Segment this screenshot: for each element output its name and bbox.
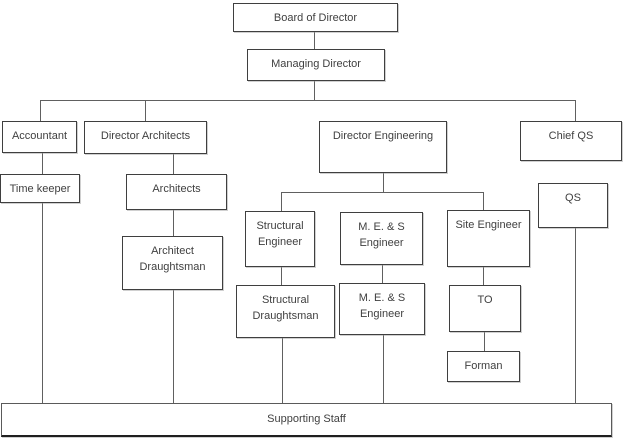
org-box-label: M. E. & S Engineer [358,292,406,320]
org-box-label: Accountant [11,130,68,142]
org-box-label: Director Engineering [332,130,434,142]
org-box-label: Time keeper [9,183,71,195]
connector-structdraughts-to-support [282,338,283,403]
connector-mes-upper-to-lower [382,265,383,283]
org-box-chief-qs: Chief QS [520,121,622,161]
org-box-supporting-staff: Supporting Staff [1,403,612,437]
connector-dirarch-to-architects [173,154,174,174]
org-box-label: Site Engineer [455,219,522,231]
connector-structeng-to-draughtsman [281,267,282,285]
org-box-mes-engineer-lower: M. E. & S Engineer [339,283,425,335]
org-box-label: Architect Draughtsman [139,245,206,273]
org-box-qs: QS [538,183,608,228]
connector-md-to-tier2-bar [314,81,315,101]
connector-timekeeper-to-supporting [42,203,43,403]
connector-architects-to-draughtsman [173,210,174,236]
connector-engbar-to-site-engineer [483,192,484,210]
connector-tier2-bar [40,100,576,101]
org-box-label: Board of Director [273,12,358,24]
connector-accountant-to-timekeeper [42,153,43,174]
connector-bar-to-chief-qs [575,100,576,121]
connector-qs-to-support [575,228,576,403]
org-box-label: Forman [464,360,503,372]
org-box-label: Architects [152,183,201,195]
org-box-director-engineering: Director Engineering [319,121,447,173]
org-box-structural-engineer: Structural Engineer [245,211,315,267]
org-box-label: Director Architects [100,130,191,142]
connector-archdraughtsman-to-support [173,290,174,403]
connector-direng-to-eng-bar [383,173,384,192]
org-box-structural-draughtsman: Structural Draughtsman [236,285,335,338]
org-box-architects: Architects [126,174,227,210]
org-box-forman: Forman [447,351,520,382]
org-box-label: Structural Engineer [256,220,304,248]
connector-mes-lower-to-support [383,335,384,403]
connector-engbar-to-structural [281,192,282,211]
org-box-label: TO [477,294,493,306]
org-box-accountant: Accountant [2,121,77,153]
org-box-label: Supporting Staff [267,412,346,425]
connector-bar-to-accountant [40,100,41,121]
org-box-architect-draughtsman: Architect Draughtsman [122,236,223,290]
connector-bar-to-director-architects [145,100,146,121]
connector-siteeng-to-to [483,267,484,285]
connector-eng-bar [281,192,484,193]
org-box-label: Structural Draughtsman [252,294,319,322]
org-box-to: TO [449,285,521,332]
org-box-label: Chief QS [548,130,594,142]
org-box-mes-engineer-upper: M. E. & S Engineer [340,212,423,265]
connector-board-to-md [314,32,315,49]
connector-to-to-forman [484,332,485,351]
org-box-time-keeper: Time keeper [0,174,80,203]
org-box-label: QS [565,192,581,204]
org-box-site-engineer: Site Engineer [447,210,530,267]
org-box-label: M. E. & S Engineer [358,221,405,249]
org-box-managing-director: Managing Director [247,49,385,81]
org-box-board-of-director: Board of Director [233,3,398,32]
org-box-label: Managing Director [271,58,361,70]
org-box-director-architects: Director Architects [84,121,207,154]
